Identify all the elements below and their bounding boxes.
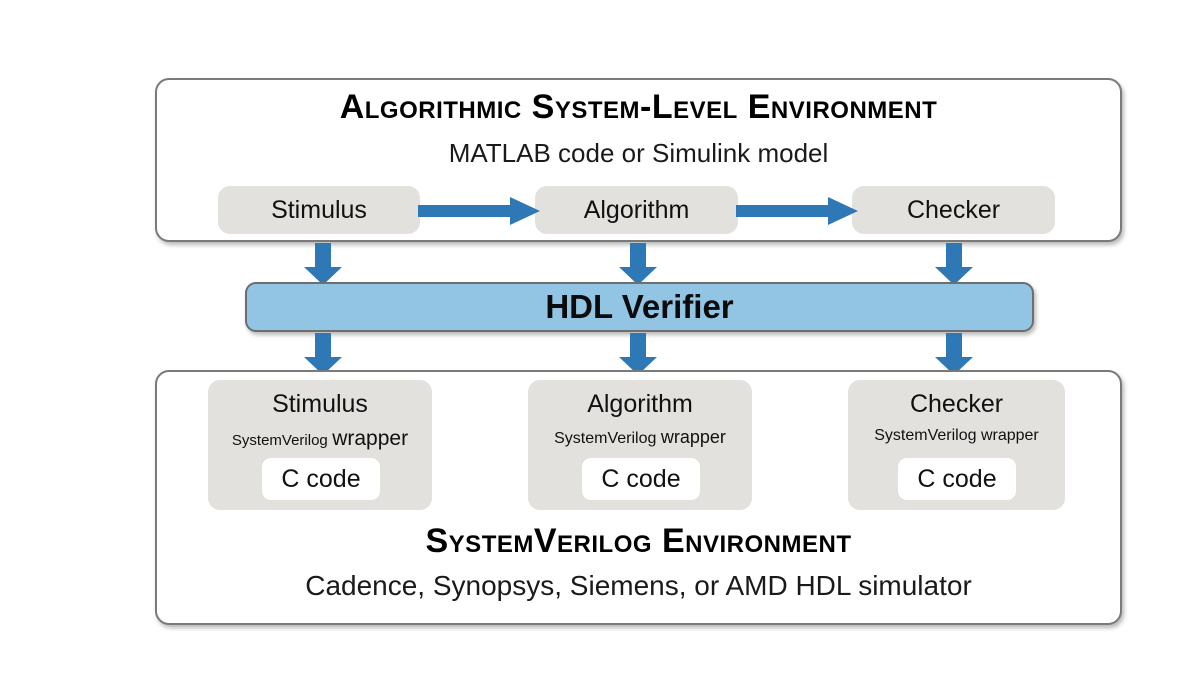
- connector-arrow-down-algorithm-bottom: [617, 333, 659, 375]
- top-block-stimulus[interactable]: Stimulus: [218, 186, 420, 234]
- connector-arrow-down-stimulus-bottom: [302, 333, 344, 375]
- bottom-block-algorithm-ccode[interactable]: C code: [582, 458, 700, 500]
- connector-arrow-down-checker-top: [933, 243, 975, 285]
- bottom-block-algorithm[interactable]: Algorithm SystemVerilog wrapper C code: [528, 380, 752, 510]
- top-panel-subtitle: MATLAB code or Simulink model: [448, 138, 829, 168]
- arrow-algorithm-to-checker: [736, 195, 858, 227]
- top-block-algorithm-label: Algorithm: [583, 196, 690, 224]
- bottom-block-stimulus-ccode[interactable]: C code: [262, 458, 380, 500]
- bottom-block-algorithm-wrapper-word: wrapper: [660, 427, 726, 447]
- bottom-block-stimulus-title: Stimulus: [272, 390, 368, 418]
- bottom-block-algorithm-ccode-label: C code: [601, 465, 681, 493]
- connector-arrow-down-algorithm-top: [617, 243, 659, 285]
- bottom-block-checker[interactable]: Checker SystemVerilog wrapper C code: [848, 380, 1065, 510]
- connector-arrow-down-stimulus-top: [302, 243, 344, 285]
- bottom-panel-title: SystemVerilog Environment: [425, 522, 852, 560]
- bottom-block-stimulus-language: SystemVerilog: [231, 432, 328, 449]
- bottom-block-algorithm-title: Algorithm: [587, 390, 693, 418]
- bottom-block-checker-ccode-label: C code: [917, 465, 997, 493]
- top-block-algorithm[interactable]: Algorithm: [535, 186, 738, 234]
- top-panel-title: Algorithmic System-Level Environment: [339, 88, 938, 126]
- bottom-block-checker-language: SystemVerilog: [874, 427, 977, 444]
- top-block-checker-label: Checker: [906, 196, 1001, 224]
- bottom-block-algorithm-wrapper-label: SystemVerilog wrapper: [528, 428, 752, 447]
- top-block-stimulus-label: Stimulus: [271, 196, 367, 224]
- top-block-checker[interactable]: Checker: [852, 186, 1055, 234]
- bottom-block-checker-ccode[interactable]: C code: [898, 458, 1016, 500]
- bottom-block-checker-title: Checker: [909, 390, 1004, 418]
- bottom-block-stimulus[interactable]: Stimulus SystemVerilog wrapper C code: [208, 380, 432, 510]
- bottom-block-stimulus-ccode-label: C code: [281, 465, 361, 493]
- bottom-block-checker-wrapper-label: SystemVerilog wrapper: [848, 428, 1065, 444]
- bottom-block-algorithm-language: SystemVerilog: [554, 430, 657, 447]
- connector-arrow-down-checker-bottom: [933, 333, 975, 375]
- bottom-panel-subtitle: Cadence, Synopsys, Siemens, or AMD HDL s…: [305, 570, 972, 601]
- hdl-verifier-label: HDL Verifier: [545, 288, 734, 325]
- arrow-stimulus-to-algorithm: [418, 195, 540, 227]
- hdl-verifier-bar[interactable]: HDL Verifier: [245, 282, 1034, 332]
- bottom-block-stimulus-wrapper-word: wrapper: [332, 427, 409, 450]
- bottom-block-stimulus-wrapper-label: SystemVerilog wrapper: [208, 428, 432, 449]
- bottom-block-checker-wrapper-word: wrapper: [980, 427, 1039, 444]
